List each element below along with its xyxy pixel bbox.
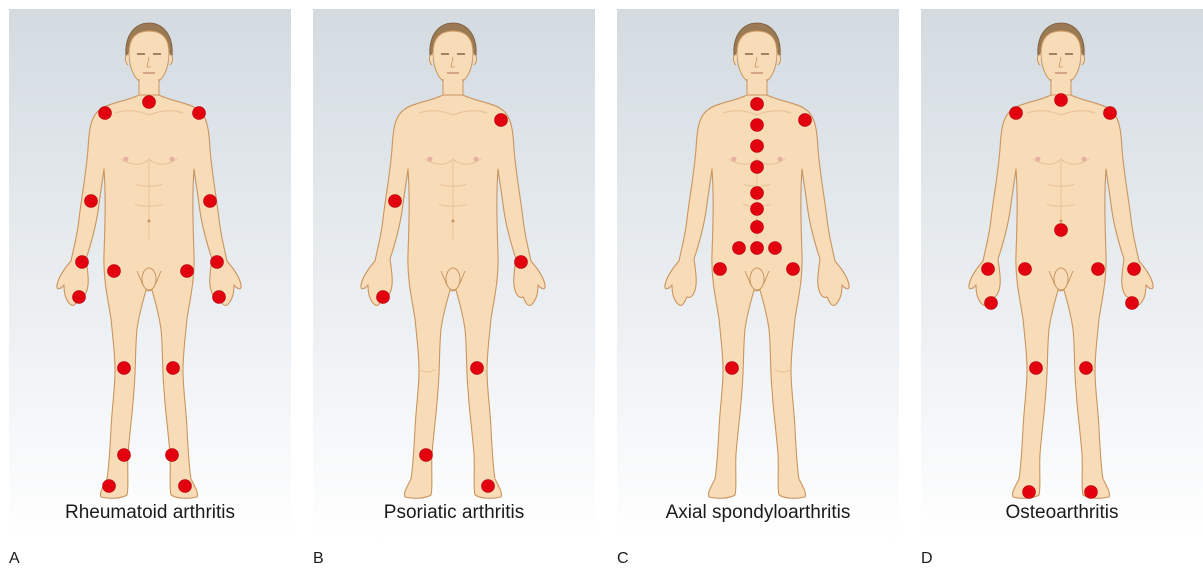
- joint-marker-left-hand: [1126, 297, 1139, 310]
- joint-marker-left-elbow: [204, 195, 217, 208]
- joint-marker-right-shoulder: [99, 107, 112, 120]
- joint-marker-right-hip: [1019, 263, 1032, 276]
- joint-marker-lumbar-spine: [1055, 224, 1068, 237]
- joint-marker-right-hand: [73, 291, 86, 304]
- joint-marker-right-shoulder: [1010, 107, 1023, 120]
- joint-marker-left-wrist: [515, 256, 528, 269]
- joint-marker-left-shoulder: [799, 114, 812, 127]
- joint-marker-right-knee: [1030, 362, 1043, 375]
- joint-marker-right-hip: [714, 263, 727, 276]
- joint-marker-left-knee: [1080, 362, 1093, 375]
- joint-marker-spine-4: [751, 187, 764, 200]
- panel-rheumatoid-arthritis: Rheumatoid arthritis: [9, 9, 291, 543]
- panel-label-c: C: [617, 550, 629, 568]
- panel-axial-spondyloarthritis: Axial spondyloarthritis: [617, 9, 899, 543]
- joint-markers: [921, 9, 1203, 543]
- panel-label-d: D: [921, 550, 933, 568]
- panel-caption: Rheumatoid arthritis: [9, 502, 291, 524]
- joint-marker-right-elbow: [389, 195, 402, 208]
- joint-marker-right-knee: [726, 362, 739, 375]
- joint-marker-neck: [143, 96, 156, 109]
- panel-caption: Psoriatic arthritis: [313, 502, 595, 524]
- joint-marker-spine-1: [751, 119, 764, 132]
- joint-marker-left-shoulder: [193, 107, 206, 120]
- joint-marker-left-hip: [1092, 263, 1105, 276]
- joint-marker-right-ankle: [420, 449, 433, 462]
- joint-marker-left-foot: [179, 480, 192, 493]
- joint-marker-right-foot: [103, 480, 116, 493]
- joint-marker-right-elbow: [85, 195, 98, 208]
- joint-marker-right-wrist: [982, 263, 995, 276]
- joint-marker-spine-6: [751, 221, 764, 234]
- joint-marker-left-foot: [1085, 486, 1098, 499]
- joint-markers: [9, 9, 291, 543]
- panel-caption: Osteoarthritis: [921, 502, 1203, 524]
- joint-marker-left-knee: [471, 362, 484, 375]
- joint-marker-right-knee: [118, 362, 131, 375]
- joint-marker-left-hand: [213, 291, 226, 304]
- joint-marker-spine-5: [751, 203, 764, 216]
- joint-marker-left-ankle: [166, 449, 179, 462]
- joint-marker-sacroiliac-left: [769, 242, 782, 255]
- joint-marker-right-foot: [1023, 486, 1036, 499]
- joint-marker-sacroiliac-right: [733, 242, 746, 255]
- joint-marker-left-foot: [482, 480, 495, 493]
- panel-osteoarthritis: Osteoarthritis: [921, 9, 1203, 543]
- joint-marker-left-knee: [167, 362, 180, 375]
- panel-psoriatic-arthritis: Psoriatic arthritis: [313, 9, 595, 543]
- joint-marker-left-wrist: [211, 256, 224, 269]
- joint-marker-left-hip: [787, 263, 800, 276]
- joint-marker-spine-2: [751, 140, 764, 153]
- panel-label-a: A: [9, 550, 20, 568]
- joint-marker-right-hand: [377, 291, 390, 304]
- joint-marker-right-hand: [985, 297, 998, 310]
- joint-markers: [617, 9, 899, 543]
- joint-marker-right-wrist: [76, 256, 89, 269]
- joint-marker-left-wrist: [1128, 263, 1141, 276]
- joint-markers: [313, 9, 595, 543]
- joint-marker-left-shoulder: [495, 114, 508, 127]
- joint-marker-neck: [1055, 94, 1068, 107]
- panel-label-b: B: [313, 550, 324, 568]
- joint-marker-left-shoulder: [1104, 107, 1117, 120]
- panel-caption: Axial spondyloarthritis: [617, 502, 899, 524]
- joint-marker-neck: [751, 98, 764, 111]
- joint-marker-sacrum: [751, 242, 764, 255]
- joint-marker-left-hip: [181, 265, 194, 278]
- joint-marker-right-ankle: [118, 449, 131, 462]
- joint-marker-right-hip: [108, 265, 121, 278]
- joint-marker-spine-3: [751, 161, 764, 174]
